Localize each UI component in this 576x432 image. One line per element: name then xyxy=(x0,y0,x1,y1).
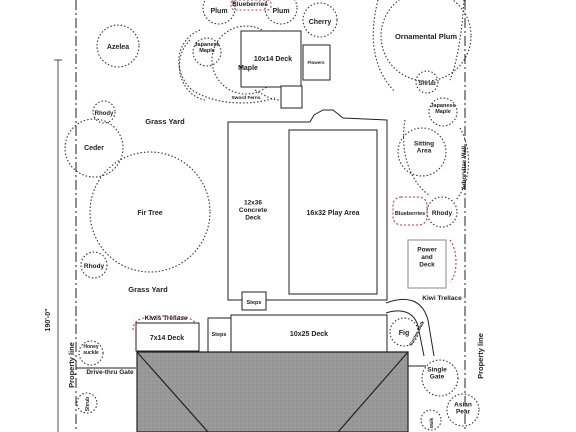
sword-ferns-beds xyxy=(178,29,281,104)
power-deck xyxy=(407,239,447,289)
plant-rhody-small xyxy=(92,100,116,124)
bed-blueberries-right xyxy=(392,196,428,226)
plant-sitting-area xyxy=(397,127,447,177)
plant-plum-left xyxy=(202,0,236,25)
bed-blueberries-top xyxy=(230,0,272,11)
plant-ornamental-plum xyxy=(380,0,472,82)
plants xyxy=(64,0,480,431)
label-plum-right: Plum xyxy=(272,8,289,15)
bed-kiwis-trellase xyxy=(132,315,198,331)
plant-shrub-bottom xyxy=(76,392,98,414)
gate-marks xyxy=(76,365,426,369)
label-shrub-top: Shrub xyxy=(418,81,436,87)
label-fir-tree: Fir Tree xyxy=(137,210,162,217)
label-walk: Walk xyxy=(429,417,434,428)
label-rhody-right: Rhody xyxy=(432,210,453,217)
plant-shrub-top xyxy=(415,70,439,94)
dimension-line xyxy=(54,59,62,432)
label-rhody-small: Rhody xyxy=(95,111,114,117)
plant-azelea xyxy=(96,24,140,68)
label-property-line-left: Property line xyxy=(67,342,76,388)
label-kiwi-trellace: Kiwi Trellace xyxy=(422,295,462,302)
arborvitae-hedge xyxy=(372,0,470,201)
label-steps-top: Steps xyxy=(247,300,262,306)
label-play-area: 16x32 Play Area xyxy=(306,210,359,217)
label-property-line-right: Property line xyxy=(476,333,485,379)
play-area xyxy=(288,129,378,295)
deck-steps-top xyxy=(280,85,303,109)
red-planting-beds xyxy=(132,0,457,331)
label-blueberries-right: Blueberries xyxy=(395,211,425,217)
plant-asian-pear xyxy=(446,393,480,427)
flowers-bed xyxy=(302,44,331,81)
deck-10x14 xyxy=(240,30,302,88)
label-drive-thru-gate: Drive-thru Gate xyxy=(86,369,134,376)
plant-walk-shrub xyxy=(420,409,442,431)
label-fig: Fig xyxy=(399,330,410,337)
label-dimension: 190'-0" xyxy=(45,309,52,332)
label-deck-10x25: 10x25 Deck xyxy=(290,331,328,338)
plant-honeysuckle xyxy=(78,340,104,366)
house-roof xyxy=(136,351,409,432)
plant-single-gate xyxy=(421,359,459,397)
label-kiwis-trellase: Kiwis Trellase xyxy=(145,315,188,322)
deck-7x14 xyxy=(135,322,200,352)
label-deck-7x14: 7x14 Deck xyxy=(150,335,184,342)
plant-fig xyxy=(389,317,419,347)
structures xyxy=(135,30,447,354)
bed-power-deck xyxy=(449,239,457,283)
plant-fir-tree xyxy=(89,151,211,273)
label-ornamental-plum: Ornamental Plum xyxy=(395,32,457,41)
label-cherry: Cherry xyxy=(309,19,332,26)
label-grass-yard-top: Grass Yard xyxy=(145,117,185,126)
label-plum-left: Plum xyxy=(210,8,227,15)
label-shrub-bottom: Shrub xyxy=(85,397,91,411)
label-grass-yard-bottom: Grass Yard xyxy=(128,285,168,294)
label-azelea: Azelea xyxy=(107,44,129,51)
plant-japanese-maple-top xyxy=(192,37,222,67)
label-flowers: Flowers xyxy=(307,60,325,65)
plant-rhody-left xyxy=(80,251,108,279)
label-steps-left: Steps xyxy=(212,332,227,338)
label-rhody-left: Rhody xyxy=(84,263,105,270)
label-sword-ferns: Sword Ferns xyxy=(231,95,260,101)
property-lines xyxy=(75,0,466,432)
plant-ceder xyxy=(64,118,124,178)
label-deck-10x14: 10x14 Deck xyxy=(254,56,292,63)
label-blueberries-top: Blueberries xyxy=(232,1,268,8)
garden-walk xyxy=(385,299,435,357)
plant-cherry xyxy=(302,2,338,38)
label-ceder: Ceder xyxy=(84,145,104,152)
steps-top xyxy=(241,291,267,311)
plant-plum-right xyxy=(264,0,298,25)
label-arborvitae-wall: Arborvitae Wall xyxy=(462,146,468,190)
label-maple: Maple xyxy=(238,65,258,72)
plant-japanese-maple-right xyxy=(428,97,458,127)
